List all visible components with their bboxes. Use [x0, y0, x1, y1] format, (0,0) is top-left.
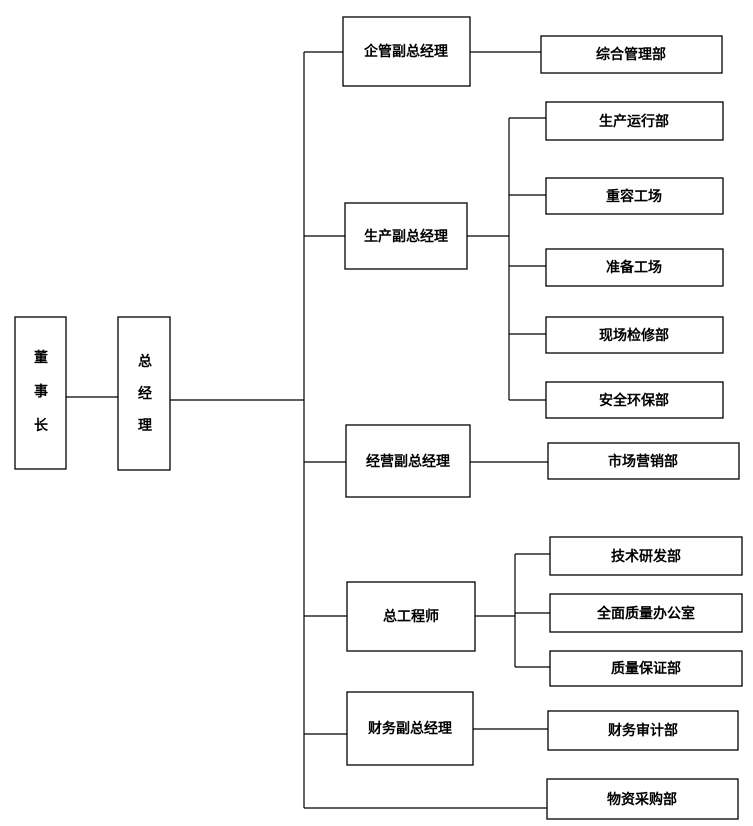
department-label: 质量保证部 [611, 660, 681, 677]
node-department: 技术研发部 [549, 536, 743, 576]
chairman-label: 董事长 [34, 349, 49, 434]
node-manager-production: 生产副总经理 [344, 202, 468, 270]
node-department: 生产运行部 [545, 101, 724, 141]
node-department: 财务审计部 [547, 710, 739, 751]
department-label: 市场营销部 [608, 453, 678, 470]
department-label: 综合管理部 [596, 46, 666, 63]
node-department: 安全环保部 [545, 381, 724, 419]
node-department: 现场检修部 [545, 316, 724, 354]
node-general-manager: 总经理 [117, 316, 171, 471]
general-manager-label: 总经理 [138, 353, 152, 434]
department-label: 物资采购部 [607, 791, 677, 808]
department-label: 重容工场 [606, 188, 662, 205]
node-department: 质量保证部 [549, 650, 743, 687]
node-department: 全面质量办公室 [549, 593, 743, 633]
node-manager-admin: 企管副总经理 [342, 16, 471, 87]
manager-label: 企管副总经理 [363, 43, 448, 60]
department-label: 财务审计部 [607, 722, 678, 739]
node-manager-finance: 财务副总经理 [346, 691, 474, 766]
manager-label: 生产副总经理 [364, 228, 448, 245]
node-manager-operations: 经营副总经理 [345, 424, 471, 498]
manager-label: 总工程师 [383, 608, 439, 625]
node-department: 重容工场 [545, 177, 724, 215]
node-department: 市场营销部 [547, 442, 740, 480]
node-chief-engineer: 总工程师 [346, 581, 476, 652]
department-label: 技术研发部 [611, 548, 681, 565]
connector-lines [66, 51, 550, 809]
manager-label: 经营副总经理 [366, 453, 450, 470]
node-chairman: 董事长 [14, 316, 67, 470]
department-label: 安全环保部 [599, 392, 669, 409]
node-department: 综合管理部 [540, 35, 723, 74]
manager-label: 财务副总经理 [367, 720, 452, 737]
department-label: 现场检修部 [599, 327, 669, 344]
department-label: 生产运行部 [599, 113, 669, 130]
department-label: 全面质量办公室 [596, 605, 695, 622]
node-department-procurement: 物资采购部 [546, 778, 739, 820]
node-department: 准备工场 [545, 248, 724, 287]
department-label: 准备工场 [606, 259, 662, 276]
